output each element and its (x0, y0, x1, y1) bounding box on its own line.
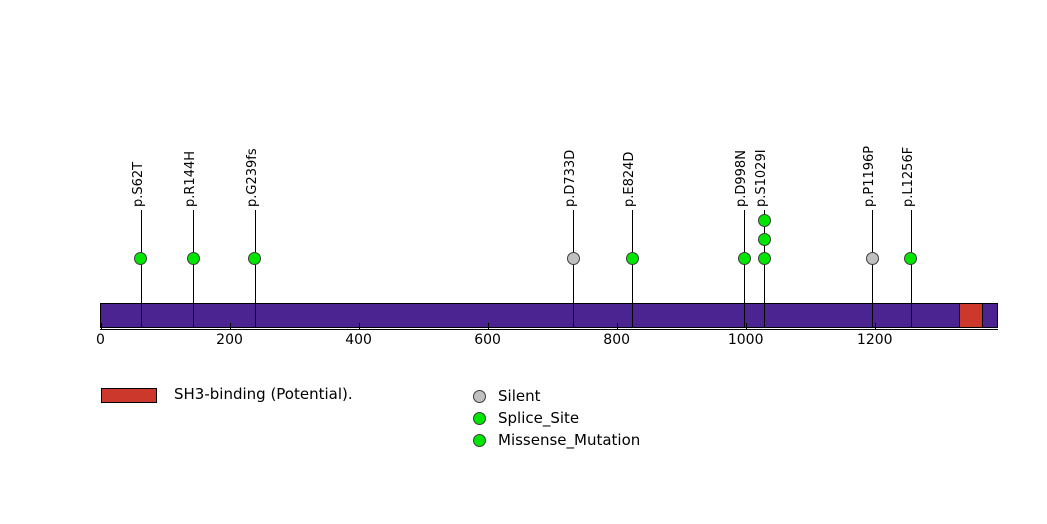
legend-mutation-dot-2 (473, 434, 486, 447)
x-axis-line (100, 329, 999, 330)
legend-mutation-label-0: Silent (498, 387, 541, 405)
lollipop-label-p.E824D: p.E824D (622, 151, 638, 207)
lollipop-label-p.R144H: p.R144H (183, 150, 199, 207)
lollipop-stem-p.L1256F (910, 210, 912, 328)
lollipop-label-p.S1029I: p.S1029I (754, 149, 770, 207)
legend-mutation-dot-1 (473, 412, 486, 425)
x-axis-tick-1000 (745, 323, 747, 329)
lollipop-dot-p.S62T-0[interactable] (134, 251, 147, 265)
x-axis-tick-400 (358, 323, 360, 329)
lollipop-dot-p.P1196P-0[interactable] (865, 251, 879, 265)
x-axis-tick-600 (487, 323, 489, 329)
lollipop-dot-p.S1029I-2[interactable] (757, 213, 771, 227)
lollipop-dot-p.D733D-0[interactable] (566, 251, 580, 265)
lollipop-stem-p.G239fs (254, 210, 256, 328)
legend-mutation-label-1: Splice_Site (498, 409, 580, 427)
lollipop-dot-p.G239fs-0[interactable] (248, 251, 262, 265)
lollipop-stem-p.D733D (573, 210, 575, 328)
lollipop-label-p.S62T: p.S62T (130, 161, 146, 207)
legend-mutation-label-2: Missense_Mutation (498, 431, 641, 449)
x-axis-tick-200 (229, 323, 231, 329)
lollipop-dot-p.L1256F-0[interactable] (904, 251, 918, 265)
lollipop-stem-p.S62T (140, 210, 142, 328)
legend-domain-swatch-0 (101, 388, 157, 403)
lollipop-label-p.G239fs: p.G239fs (244, 148, 260, 207)
x-axis-tick-label-1000: 1000 (727, 332, 764, 348)
lollipop-label-p.D998N: p.D998N (734, 150, 750, 207)
x-axis-tick-0 (100, 323, 102, 329)
legend-mutation-dot-0 (473, 390, 486, 403)
legend-domain-label-0: SH3-binding (Potential). (174, 385, 353, 403)
lollipop-label-p.D733D: p.D733D (563, 149, 579, 207)
lollipop-label-p.L1256F: p.L1256F (900, 146, 916, 207)
lollipop-stem-p.P1196P (872, 210, 874, 328)
lollipop-label-p.P1196P: p.P1196P (862, 145, 878, 207)
x-axis-tick-label-1200: 1200 (856, 332, 893, 348)
lollipop-stem-p.D998N (744, 210, 746, 328)
x-axis-tick-1200 (874, 323, 876, 329)
lollipop-dot-p.E824D-0[interactable] (625, 251, 639, 265)
lollipop-stem-p.E824D (632, 210, 634, 328)
lollipop-dot-p.D998N-0[interactable] (737, 251, 751, 265)
lollipop-stem-p.R144H (193, 210, 195, 328)
lollipop-dot-p.S1029I-0[interactable] (757, 251, 771, 265)
x-axis-tick-label-800: 800 (603, 332, 631, 348)
lollipop-dot-p.S1029I-1[interactable] (757, 232, 771, 246)
lollipop-stem-p.S1029I (764, 210, 766, 328)
x-axis-tick-label-600: 600 (474, 332, 501, 348)
lollipop-dot-p.R144H-0[interactable] (186, 251, 200, 265)
protein-domain-0[interactable] (959, 303, 984, 328)
protein-backbone-bar (100, 303, 999, 328)
x-axis-tick-label-0: 0 (96, 332, 105, 348)
x-axis-tick-800 (616, 323, 618, 329)
x-axis-tick-label-200: 200 (216, 332, 243, 348)
x-axis-tick-label-400: 400 (345, 332, 372, 348)
